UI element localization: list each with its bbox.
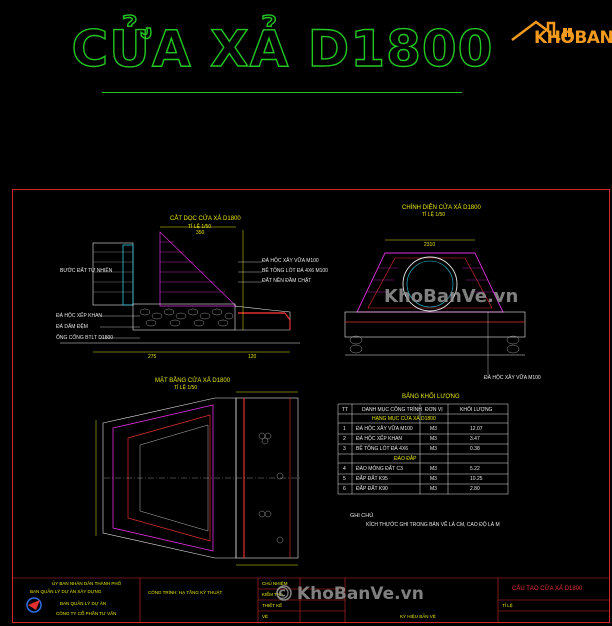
watermark-middle: KhoBanVe.vn <box>384 286 519 307</box>
table-cell: M3 <box>430 436 437 442</box>
front-view-title: CHÍNH DIỆN CỬA XẢ D1800 <box>402 205 481 211</box>
house-logo-icon <box>511 20 572 41</box>
table-cell: M3 <box>430 486 437 492</box>
front-view-scale: TỈ LỆ 1/50 <box>422 212 446 218</box>
table-cell: ĐẮP ĐẤT K90 <box>356 486 388 492</box>
consultant-name: CÔNG TY CỔ PHẦN TƯ VẤN <box>56 611 117 616</box>
table-cell: M3 <box>430 446 437 452</box>
quantity-table-lines <box>337 403 509 495</box>
front-note: ĐÁ HỘC XÂY VỮA M100 <box>484 375 541 381</box>
role-3: THIẾT KẾ <box>262 603 283 608</box>
role-2: KIỂM TRA <box>262 592 284 597</box>
role-4: VẼ <box>262 614 269 619</box>
table-cell: 2.80 <box>470 486 480 492</box>
table-cell: 3.47 <box>470 436 480 442</box>
section-left-note: BƯỚC ĐẤT TỰ NHIÊN <box>60 268 113 274</box>
section-bottom-dim-left: 275 <box>148 354 157 360</box>
table-cell: ĐÁ HỘC XẾP KHAN <box>356 436 403 442</box>
table-cell: 10.25 <box>470 476 483 482</box>
table-cell: 1 <box>343 426 346 432</box>
khobanve-logo: KHOBANVE <box>508 14 612 60</box>
section-note-1: ĐÁ HỘC XÂY VỮA M100 <box>262 258 319 264</box>
section-note-4: ĐÁ HỘC XẾP KHAN <box>56 313 103 319</box>
section-view-scale: TỈ LỆ 1/50 <box>188 224 212 230</box>
drawing-frame <box>12 189 610 623</box>
scale-label: TỈ LỆ <box>502 603 513 608</box>
title-block-lines <box>12 577 610 623</box>
table-cell: 12.07 <box>470 426 483 432</box>
section-pipe-label: ỐNG CỐNG BTLT D1800 <box>56 335 114 341</box>
project-line: CÔNG TRÌNH: HẠ TẦNG KỸ THUẬT <box>148 590 223 595</box>
section-bottom-dim-right: 120 <box>248 354 257 360</box>
table-cell: 3 <box>343 446 346 452</box>
owner-line-2: BAN QUẢN LÝ DỰ ÁN XÂY DỰNG <box>30 589 102 594</box>
table-cell: 5.22 <box>470 466 480 472</box>
table-group-2: ĐÀO ĐẮP <box>394 456 417 462</box>
section-note-2: BÊ TÔNG LÓT ĐÁ 4X6 M100 <box>262 268 328 274</box>
drawing-title: CỬA XẢ D1800 <box>71 19 494 78</box>
copyright-icon <box>276 585 292 601</box>
table-cell: M3 <box>430 476 437 482</box>
table-cell: M3 <box>430 466 437 472</box>
table-cell: 6 <box>343 486 346 492</box>
company-logo-icon <box>26 597 42 613</box>
front-top-dim: 2310 <box>424 242 436 248</box>
table-cell: 2 <box>343 436 346 442</box>
table-cell: M3 <box>430 426 437 432</box>
table-cell: 5 <box>343 476 346 482</box>
table-group-1: HẠNG MỤC CỬA XẢ D1800 <box>372 416 436 422</box>
drawing-name: CẤU TẠO CỬA XẢ D1800 <box>512 586 583 592</box>
table-header-qty: KHỐI LƯỢNG <box>460 407 493 413</box>
owner-line-3: BAN QUẢN LÝ DỰ ÁN <box>60 601 107 606</box>
owner-line-1: ỦY BAN NHÂN DÂN THÀNH PHỐ <box>52 581 122 586</box>
title-underline <box>102 92 462 93</box>
table-cell: 4 <box>343 466 346 472</box>
role-1: CHỦ NHIỆM <box>262 581 288 586</box>
section-view-title: CẮT DỌC CỬA XẢ D1800 <box>170 216 241 222</box>
quantity-table-title: BẢNG KHỐI LƯỢNG <box>402 394 460 400</box>
table-header-item: DANH MỤC CÔNG TRÌNH <box>362 407 422 413</box>
section-note-5: ĐÁ DĂM ĐỆM <box>56 324 88 330</box>
logo-text: KHOBANVE <box>534 28 612 48</box>
plan-view-title: MẶT BẰNG CỬA XẢ D1800 <box>155 378 231 384</box>
front-view <box>344 239 526 375</box>
table-cell: ĐÀO MÓNG ĐẤT C3 <box>356 466 403 472</box>
watermark-bottom: © KhoBanVe.vn <box>274 584 424 604</box>
section-note-3: ĐẤT NỀN ĐẦM CHẶT <box>262 278 312 284</box>
notes-line-1: KÍCH THƯỚC GHI TRONG BẢN VẼ LÀ CM, CAO Đ… <box>366 522 500 528</box>
table-header-unit: ĐƠN VỊ <box>425 407 443 413</box>
table-cell: BÊ TÔNG LÓT ĐÁ 4X6 <box>356 446 409 452</box>
plan-view-scale: TỈ LỆ 1/50 <box>174 385 198 391</box>
plan-view <box>95 391 300 566</box>
notes-heading: GHI CHÚ <box>350 513 374 519</box>
section-top-dim: 350 <box>196 230 205 236</box>
table-header-tt: TT <box>342 407 349 413</box>
sheet-ref: KÝ HIỆU BẢN VẼ <box>400 614 436 619</box>
table-cell: 0.38 <box>470 446 480 452</box>
section-view <box>60 226 300 353</box>
table-cell: ĐÁ HỘC XÂY VỮA M100 <box>356 426 413 432</box>
table-cell: ĐẮP ĐẤT K95 <box>356 476 388 482</box>
